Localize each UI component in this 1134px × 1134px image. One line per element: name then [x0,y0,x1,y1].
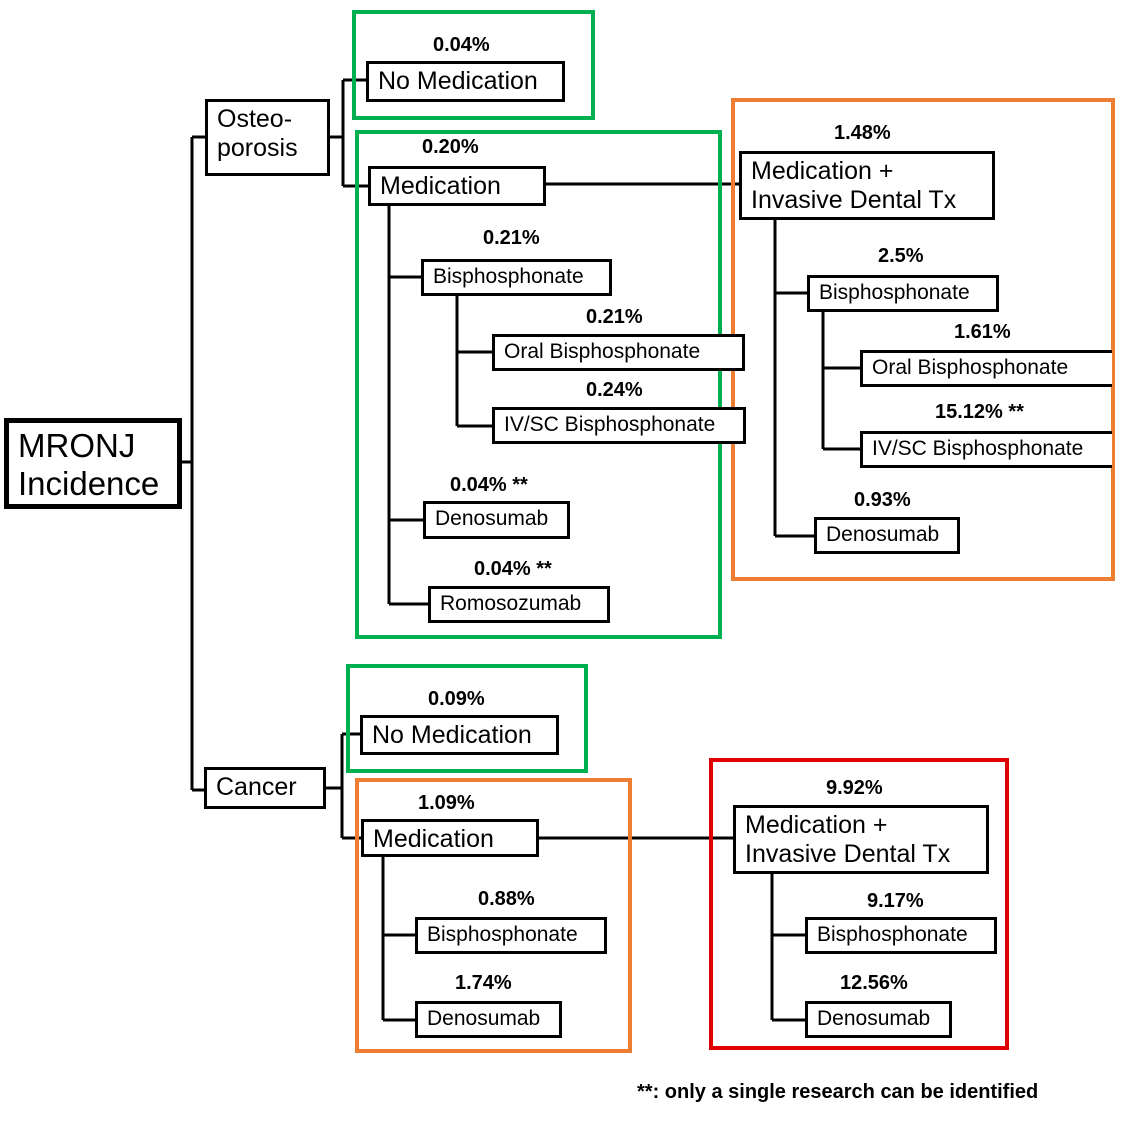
cancer-invasive-bisphosphonate-node: Bisphosphonate [805,917,997,954]
footnote: **: only a single research can be identi… [637,1081,1039,1103]
cancer-no-medication-pct: 0.09% [428,688,485,710]
osteo-denosumab-node: Denosumab [423,501,570,539]
cancer-no-medication-group [346,664,588,773]
osteo-romosozumab-pct: 0.04% ** [474,558,552,580]
osteo-no-medication-node: No Medication [366,61,565,102]
osteo-invasive-bisphosphonate-node: Bisphosphonate [807,275,999,312]
cancer-node: Cancer [204,767,326,809]
osteo-no-medication-group [352,10,595,120]
cancer-medication-pct: 1.09% [418,792,475,814]
cancer-invasive-denosumab-pct: 12.56% [840,972,908,994]
osteo-oral-bp-node: Oral Bisphosphonate [492,334,745,371]
osteo-invasive-ivsc-bp-node: IV/SC Bisphosphonate [860,431,1112,468]
osteo-invasive-pct: 1.48% [834,122,891,144]
osteo-ivsc-bp-pct: 0.24% [586,379,643,401]
osteo-medication-node: Medication [368,166,546,206]
cancer-invasive-pct: 9.92% [826,777,883,799]
cancer-invasive-node: Medication + Invasive Dental Tx [733,805,989,874]
osteo-invasive-oral-bp-node: Oral Bisphosphonate [860,350,1112,387]
osteo-invasive-denosumab-pct: 0.93% [854,489,911,511]
osteo-invasive-oral-bp-pct: 1.61% [954,321,1011,343]
root-node: MRONJ Incidence [4,418,182,509]
cancer-medication-node: Medication [361,819,539,857]
osteo-invasive-bisphosphonate-pct: 2.5% [878,245,924,267]
osteo-bisphosphonate-node: Bisphosphonate [421,259,612,296]
osteo-romosozumab-node: Romosozumab [428,586,610,623]
osteo-no-medication-pct: 0.04% [433,34,490,56]
osteoporosis-node: Osteo- porosis [205,99,330,176]
osteo-bisphosphonate-pct: 0.21% [483,227,540,249]
osteo-oral-bp-pct: 0.21% [586,306,643,328]
cancer-invasive-denosumab-node: Denosumab [805,1001,952,1038]
cancer-bisphosphonate-pct: 0.88% [478,888,535,910]
osteo-invasive-denosumab-node: Denosumab [814,517,960,554]
cancer-no-medication-node: No Medication [360,715,559,755]
cancer-bisphosphonate-node: Bisphosphonate [415,917,607,954]
cancer-invasive-bisphosphonate-pct: 9.17% [867,890,924,912]
cancer-invasive-group [709,758,1009,1050]
osteo-medication-group [355,130,722,639]
osteo-invasive-node: Medication + Invasive Dental Tx [739,151,995,220]
osteo-invasive-ivsc-bp-pct: 15.12% ** [935,401,1024,423]
cancer-denosumab-node: Denosumab [415,1001,562,1038]
osteo-medication-pct: 0.20% [422,136,479,158]
osteo-ivsc-bp-node: IV/SC Bisphosphonate [492,407,746,444]
osteo-denosumab-pct: 0.04% ** [450,474,528,496]
cancer-denosumab-pct: 1.74% [455,972,512,994]
cancer-medication-group [355,778,632,1053]
